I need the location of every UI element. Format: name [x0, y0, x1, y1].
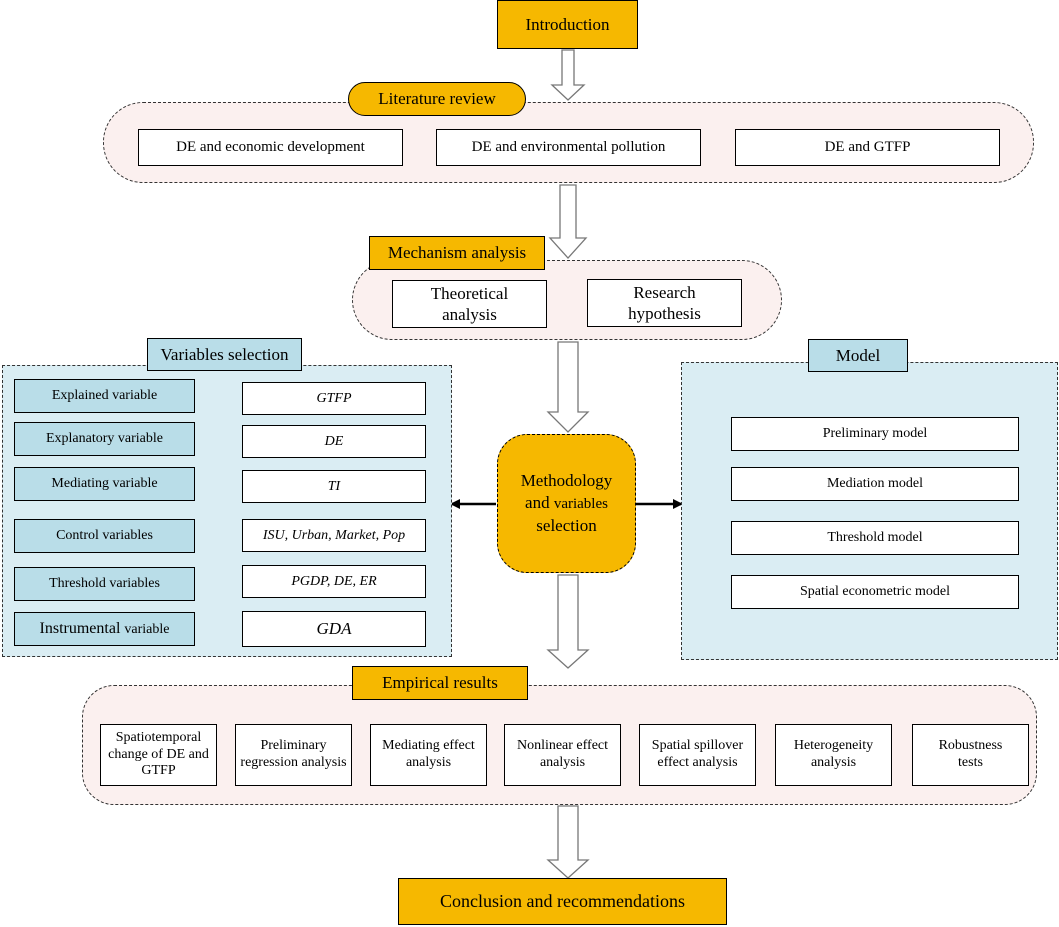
down-arrow-mechanism-to-methodology: [546, 341, 590, 433]
down-arrow-methodology-to-results: [546, 574, 590, 669]
result-item-spatiotemporal: Spatiotemporal change of DE and GTFP: [100, 724, 217, 786]
variable-value-threshold: PGDP, DE, ER: [242, 565, 426, 598]
down-arrow-review-to-mechanism: [548, 184, 588, 259]
variables-selection-tag: Variables selection: [147, 338, 302, 371]
result-item-robustness: Robustness tests: [912, 724, 1029, 786]
down-arrow-results-to-conclusion: [546, 805, 590, 879]
variable-type-explained: Explained variable: [14, 379, 195, 413]
review-item-economic-development: DE and economic development: [138, 129, 403, 166]
instrumental-suffix: variable: [124, 622, 170, 637]
model-item-threshold: Threshold model: [731, 521, 1019, 555]
model-panel: [681, 362, 1058, 660]
variable-value-gda: GDA: [242, 611, 426, 647]
review-item-gtfp: DE and GTFP: [735, 129, 1000, 166]
mechanism-analysis-tag: Mechanism analysis: [369, 236, 545, 270]
introduction-box: Introduction: [497, 0, 638, 49]
review-item-environmental-pollution: DE and environmental pollution: [436, 129, 701, 166]
result-item-heterogeneity: Heterogeneity analysis: [775, 724, 892, 786]
mechanism-item-hypothesis: Research hypothesis: [587, 279, 742, 327]
mechanism-item-theoretical: Theoretical analysis: [392, 280, 547, 328]
down-arrow-intro-to-review: [550, 49, 586, 101]
methodology-box: Methodology and variables selection: [497, 434, 636, 573]
variable-value-gtfp: GTFP: [242, 382, 426, 415]
empirical-results-tag: Empirical results: [352, 666, 528, 700]
variable-value-control: ISU, Urban, Market, Pop: [242, 519, 426, 552]
result-item-spatial-spillover: Spatial spillover effect analysis: [639, 724, 756, 786]
conclusion-box: Conclusion and recommendations: [398, 878, 727, 925]
model-item-spatial-econometric: Spatial econometric model: [731, 575, 1019, 609]
variable-type-control: Control variables: [14, 519, 195, 553]
model-item-mediation: Mediation model: [731, 467, 1019, 501]
variable-value-de: DE: [242, 425, 426, 458]
variable-type-mediating: Mediating variable: [14, 467, 195, 501]
variable-type-explanatory: Explanatory variable: [14, 422, 195, 456]
model-item-preliminary: Preliminary model: [731, 417, 1019, 451]
introduction-label: Introduction: [525, 14, 610, 34]
result-item-mediating-effect: Mediating effect analysis: [370, 724, 487, 786]
instrumental-main: Instrumental: [39, 620, 121, 637]
model-tag: Model: [808, 339, 908, 372]
variable-type-threshold: Threshold variables: [14, 567, 195, 601]
literature-review-tag: Literature review: [348, 82, 526, 116]
variable-value-ti: TI: [242, 470, 426, 503]
result-item-nonlinear-effect: Nonlinear effect analysis: [504, 724, 621, 786]
variable-type-instrumental: Instrumental variable: [14, 612, 195, 646]
result-item-preliminary-regression: Preliminary regression analysis: [235, 724, 352, 786]
